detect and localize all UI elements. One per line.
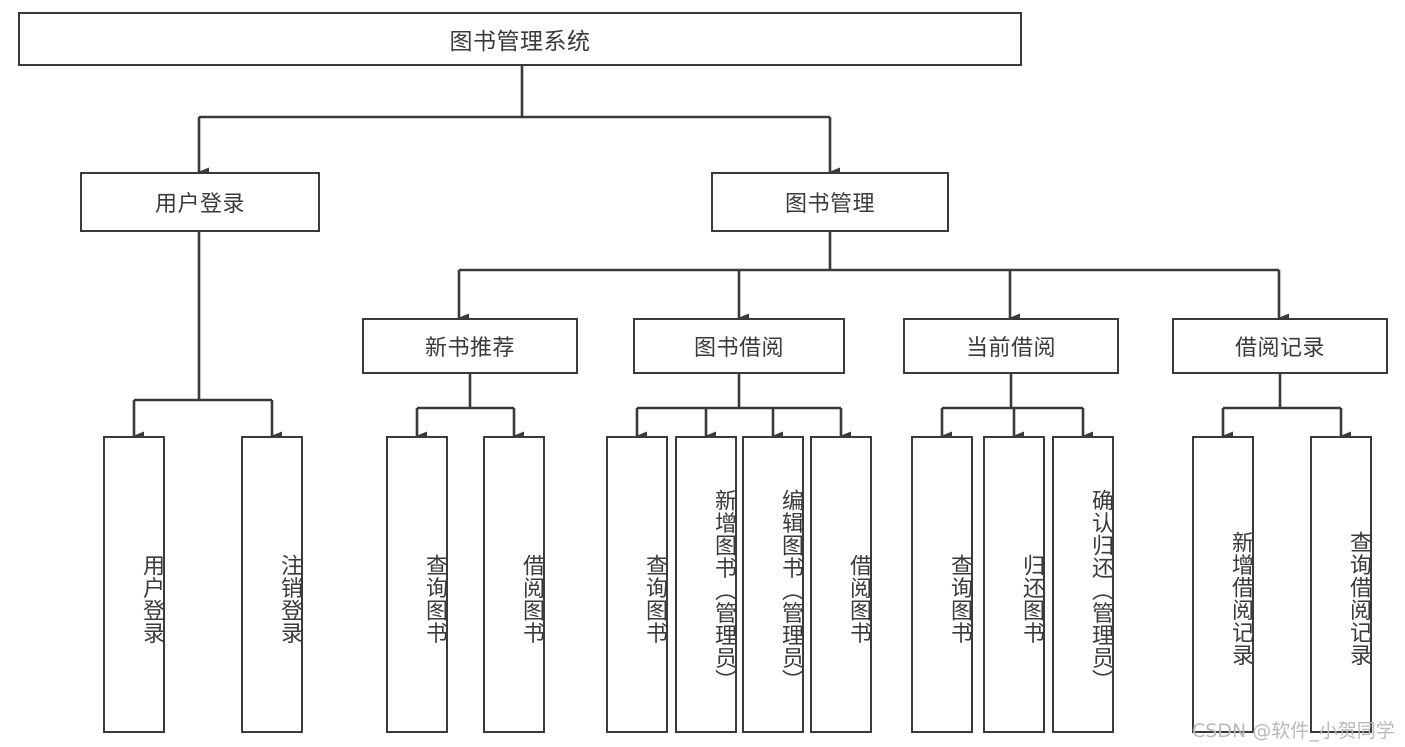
node-leaf-logout-login-label: 注销登录	[277, 553, 302, 644]
node-book-manage[interactable]: 图书管理	[711, 172, 949, 232]
node-new-book-recommend[interactable]: 新书推荐	[362, 318, 578, 374]
node-new-book-recommend-label: 新书推荐	[424, 336, 515, 361]
node-leaf-return-book-label: 归还图书	[1019, 553, 1044, 644]
node-leaf-confirm-return-admin-label: 确认归还（管理员）	[1088, 489, 1113, 692]
node-root-system-label: 图书管理系统	[449, 29, 591, 55]
node-leaf-add-book-admin[interactable]: 新增图书（管理员）	[675, 436, 737, 733]
node-root-system[interactable]: 图书管理系统	[18, 12, 1022, 66]
node-book-manage-label: 图书管理	[784, 192, 875, 217]
node-leaf-borrow-book-1-label: 借阅图书	[519, 553, 544, 644]
node-leaf-query-book-2[interactable]: 查询图书	[606, 436, 668, 733]
node-leaf-user-login[interactable]: 用户登录	[103, 436, 165, 733]
node-leaf-query-borrow-record[interactable]: 查询借阅记录	[1310, 436, 1372, 733]
node-leaf-borrow-book-2-label: 借阅图书	[846, 553, 871, 644]
node-user-login[interactable]: 用户登录	[80, 172, 320, 232]
node-leaf-borrow-book-2[interactable]: 借阅图书	[810, 436, 872, 733]
node-leaf-add-borrow-record-label: 新增借阅记录	[1228, 531, 1253, 666]
node-leaf-confirm-return-admin[interactable]: 确认归还（管理员）	[1052, 436, 1114, 733]
node-leaf-add-book-admin-label: 新增图书（管理员）	[711, 489, 736, 692]
node-leaf-query-book-1-label: 查询图书	[422, 553, 447, 644]
node-borrow-record[interactable]: 借阅记录	[1172, 318, 1388, 374]
node-leaf-query-book-2-label: 查询图书	[642, 553, 667, 644]
node-current-borrow-label: 当前借阅	[965, 336, 1056, 361]
node-leaf-query-book-3[interactable]: 查询图书	[911, 436, 973, 733]
node-leaf-edit-book-admin[interactable]: 编辑图书（管理员）	[742, 436, 804, 733]
node-leaf-edit-book-admin-label: 编辑图书（管理员）	[778, 489, 803, 692]
node-leaf-return-book[interactable]: 归还图书	[983, 436, 1045, 733]
node-leaf-borrow-book-1[interactable]: 借阅图书	[483, 436, 545, 733]
node-leaf-query-borrow-record-label: 查询借阅记录	[1346, 531, 1371, 666]
connector-layer	[132, 66, 1351, 441]
node-leaf-add-borrow-record[interactable]: 新增借阅记录	[1192, 436, 1254, 733]
node-leaf-logout-login[interactable]: 注销登录	[241, 436, 303, 733]
node-leaf-query-book-1[interactable]: 查询图书	[386, 436, 448, 733]
node-leaf-user-login-label: 用户登录	[139, 553, 164, 644]
node-borrow-record-label: 借阅记录	[1234, 336, 1325, 361]
node-current-borrow[interactable]: 当前借阅	[903, 318, 1119, 374]
node-leaf-query-book-3-label: 查询图书	[947, 553, 972, 644]
node-user-login-label: 用户登录	[154, 192, 245, 217]
node-book-borrow[interactable]: 图书借阅	[633, 318, 845, 374]
node-book-borrow-label: 图书借阅	[693, 336, 784, 361]
